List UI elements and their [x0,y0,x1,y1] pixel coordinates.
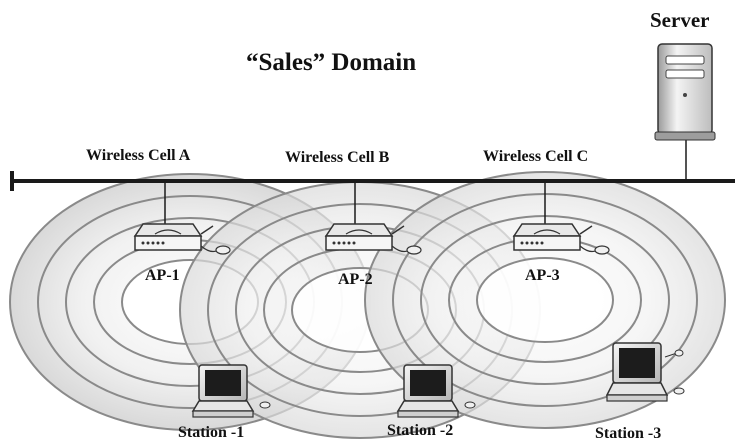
server-tower-icon [654,43,716,141]
desktop-computer-icon-2 [396,364,476,418]
network-backbone [10,171,735,191]
ap-2-label: AP-2 [338,271,373,288]
server-label: Server [650,8,710,32]
access-point-icon-2 [324,223,422,255]
drop-links [164,140,687,225]
access-point-icon-1 [133,223,231,255]
desktop-computer-icon-1 [191,364,271,418]
cell-a-label: Wireless Cell A [86,147,191,164]
ap-3-label: AP-3 [525,267,560,284]
access-point-icon-3 [512,223,610,255]
page-title: “Sales” Domain [246,49,417,76]
station-1-label: Station -1 [178,424,245,441]
desktop-computer-icon-3 [605,342,685,402]
station-2-label: Station -2 [387,422,454,439]
station-3-label: Station -3 [595,425,662,442]
cell-b-label: Wireless Cell B [285,149,390,166]
cell-c-label: Wireless Cell C [483,148,589,165]
ap-1-label: AP-1 [145,267,180,284]
